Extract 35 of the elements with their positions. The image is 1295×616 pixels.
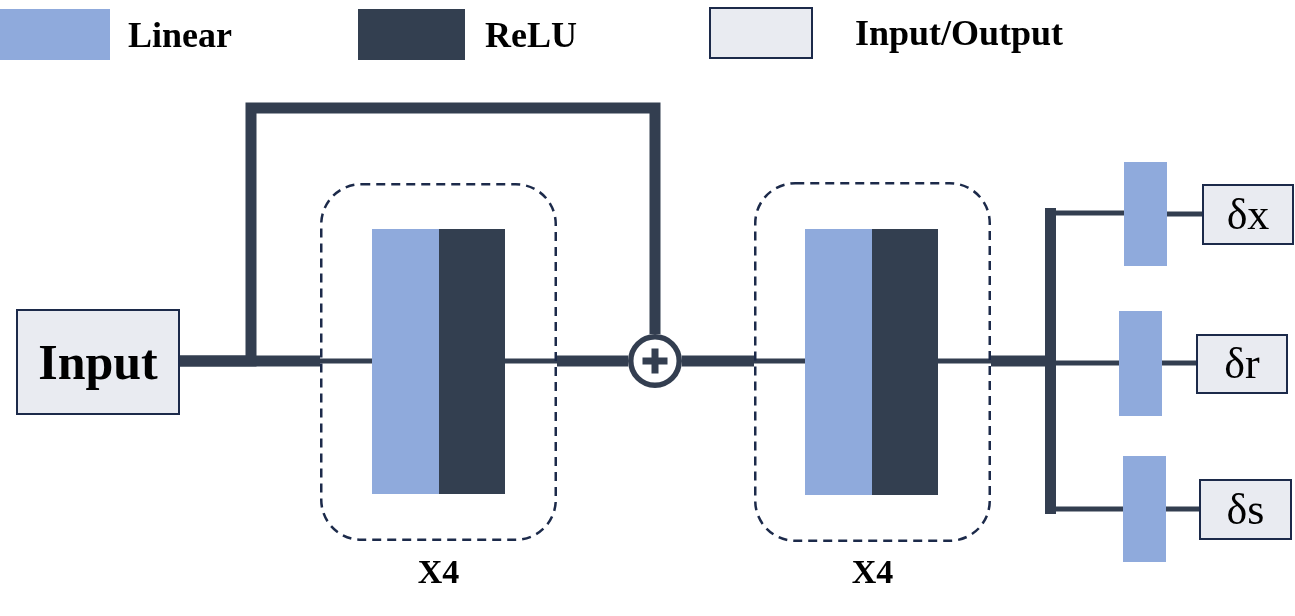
io-box (16, 309, 180, 415)
layer-bar (1124, 162, 1167, 266)
connector-line (1056, 506, 1123, 512)
io-box (1202, 184, 1294, 245)
connector-line (991, 355, 1045, 367)
layer-bar (872, 229, 938, 495)
connector-line (1056, 210, 1124, 216)
connector-line (180, 102, 661, 367)
junction-bar (1045, 208, 1056, 514)
layer-bar (805, 229, 872, 495)
repeat-count-label: X4 (416, 555, 461, 589)
connector-line (1056, 360, 1119, 366)
connector-line (1162, 360, 1196, 366)
connector-line (1166, 506, 1199, 512)
layer-bar (439, 229, 505, 494)
layer-bar (1119, 311, 1162, 416)
connector-line (557, 355, 628, 367)
connector-line (754, 358, 805, 364)
io-box (1196, 334, 1288, 394)
layer-bar (1123, 456, 1166, 562)
layer-bar (372, 229, 439, 494)
connector-line (505, 358, 557, 364)
connector-line (1167, 211, 1202, 217)
legend-label: Input/Output (855, 15, 1064, 51)
repeat-count-label: X4 (850, 555, 895, 589)
legend-label: ReLU (485, 16, 577, 53)
connector-line (320, 358, 372, 364)
connector-line (682, 355, 754, 367)
connector-line (938, 358, 991, 364)
io-label: δs (1226, 487, 1265, 532)
io-label: δr (1224, 342, 1260, 386)
io-label: δx (1226, 192, 1270, 237)
io-box (1199, 479, 1292, 540)
legend-label: Linear (128, 16, 232, 53)
plus-circle-icon (628, 334, 682, 388)
